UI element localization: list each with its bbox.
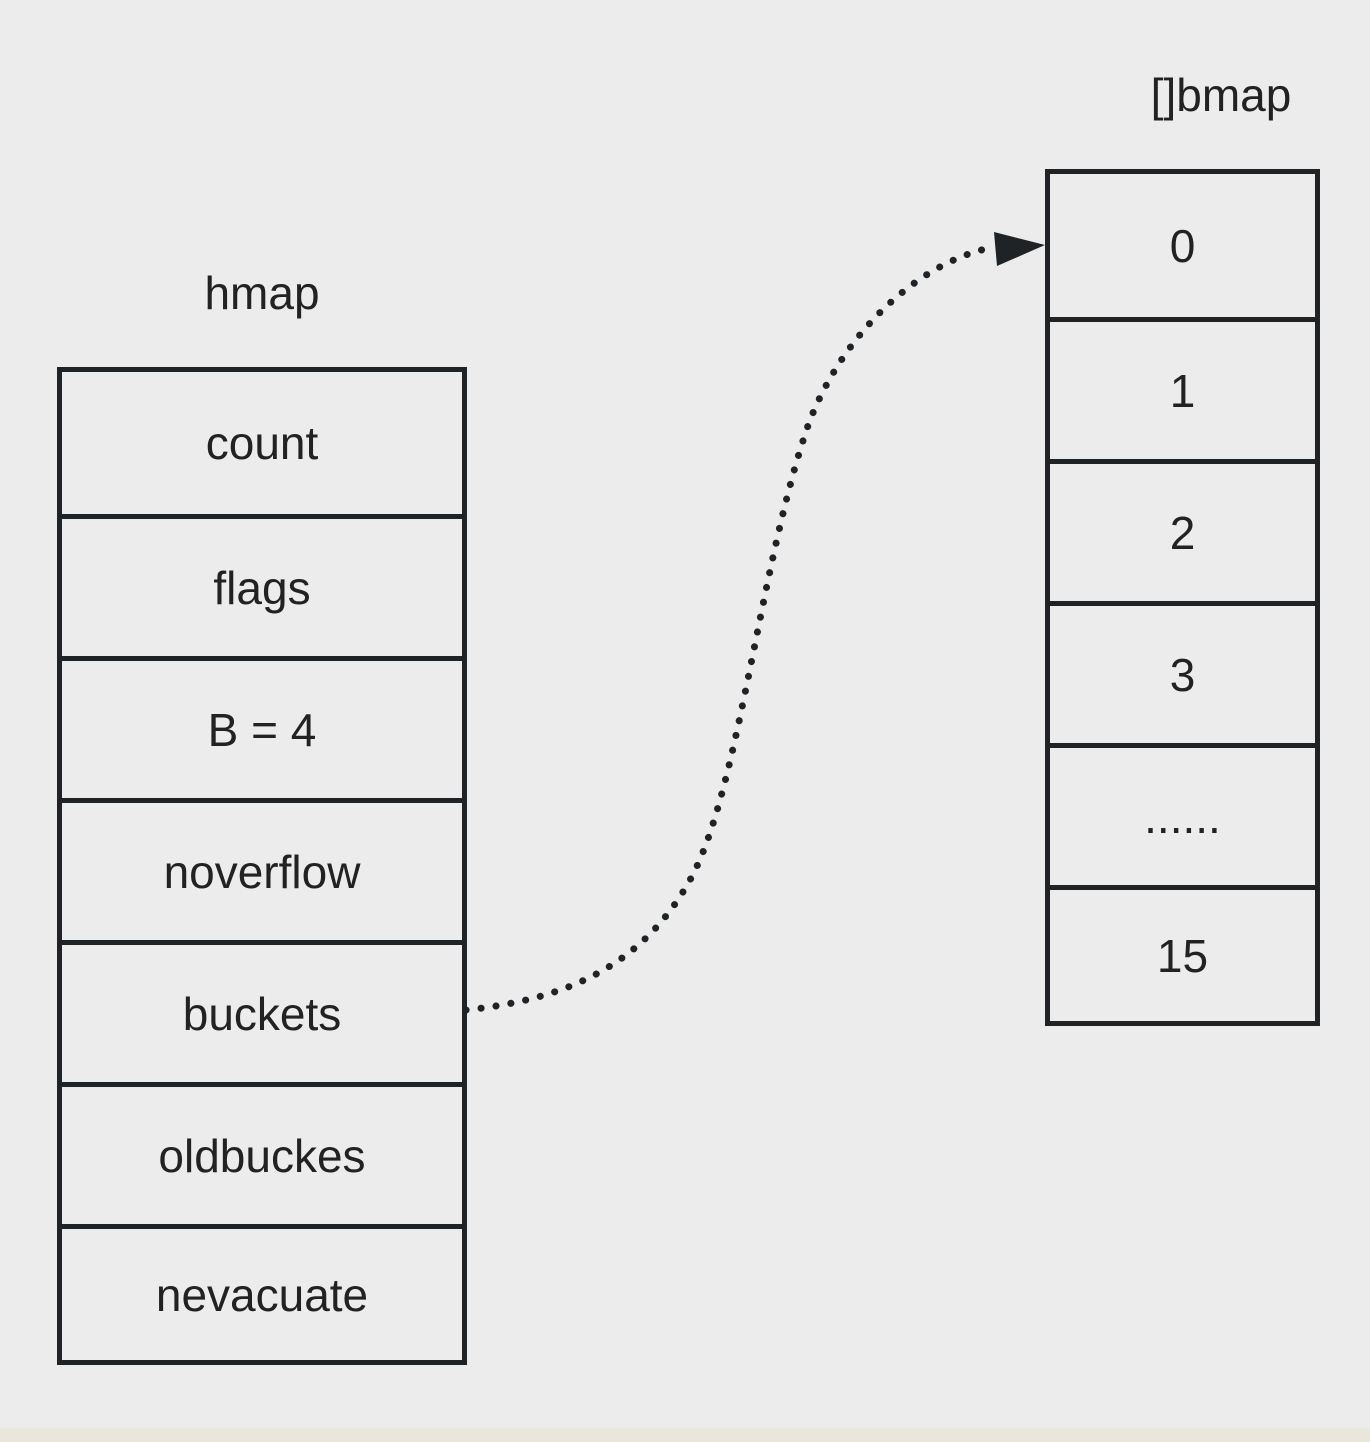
hmap-field-noverflow: noverflow bbox=[62, 798, 462, 940]
bottom-frame-band bbox=[0, 1428, 1370, 1442]
bmap-cell-ellipsis: ...... bbox=[1050, 743, 1315, 885]
bmap-cell-15: 15 bbox=[1050, 885, 1315, 1021]
hmap-field-count: count bbox=[205, 417, 319, 469]
bmap-cell-2: 2 bbox=[1050, 459, 1315, 601]
bmap-cell-3: 3 bbox=[1050, 601, 1315, 743]
hmap-title: hmap bbox=[204, 267, 320, 319]
hmap-field-nevacuate: nevacuate bbox=[62, 1224, 462, 1360]
bmap-array-title: []bmap bbox=[1150, 69, 1292, 121]
hmap-field-b: B = 4 bbox=[62, 656, 462, 798]
hmap-struct-box: count flags B = 4 noverflow buckets oldb… bbox=[57, 367, 467, 1365]
hmap-field-buckets: buckets bbox=[62, 940, 462, 1082]
bmap-cell-0: 0 bbox=[1169, 219, 1196, 272]
bmap-cell-1: 1 bbox=[1050, 317, 1315, 459]
bmap-array-box: 0 1 2 3 ...... 15 bbox=[1045, 169, 1320, 1026]
hmap-field-flags: flags bbox=[62, 514, 462, 656]
hmap-field-oldbuckes: oldbuckes bbox=[62, 1082, 462, 1224]
